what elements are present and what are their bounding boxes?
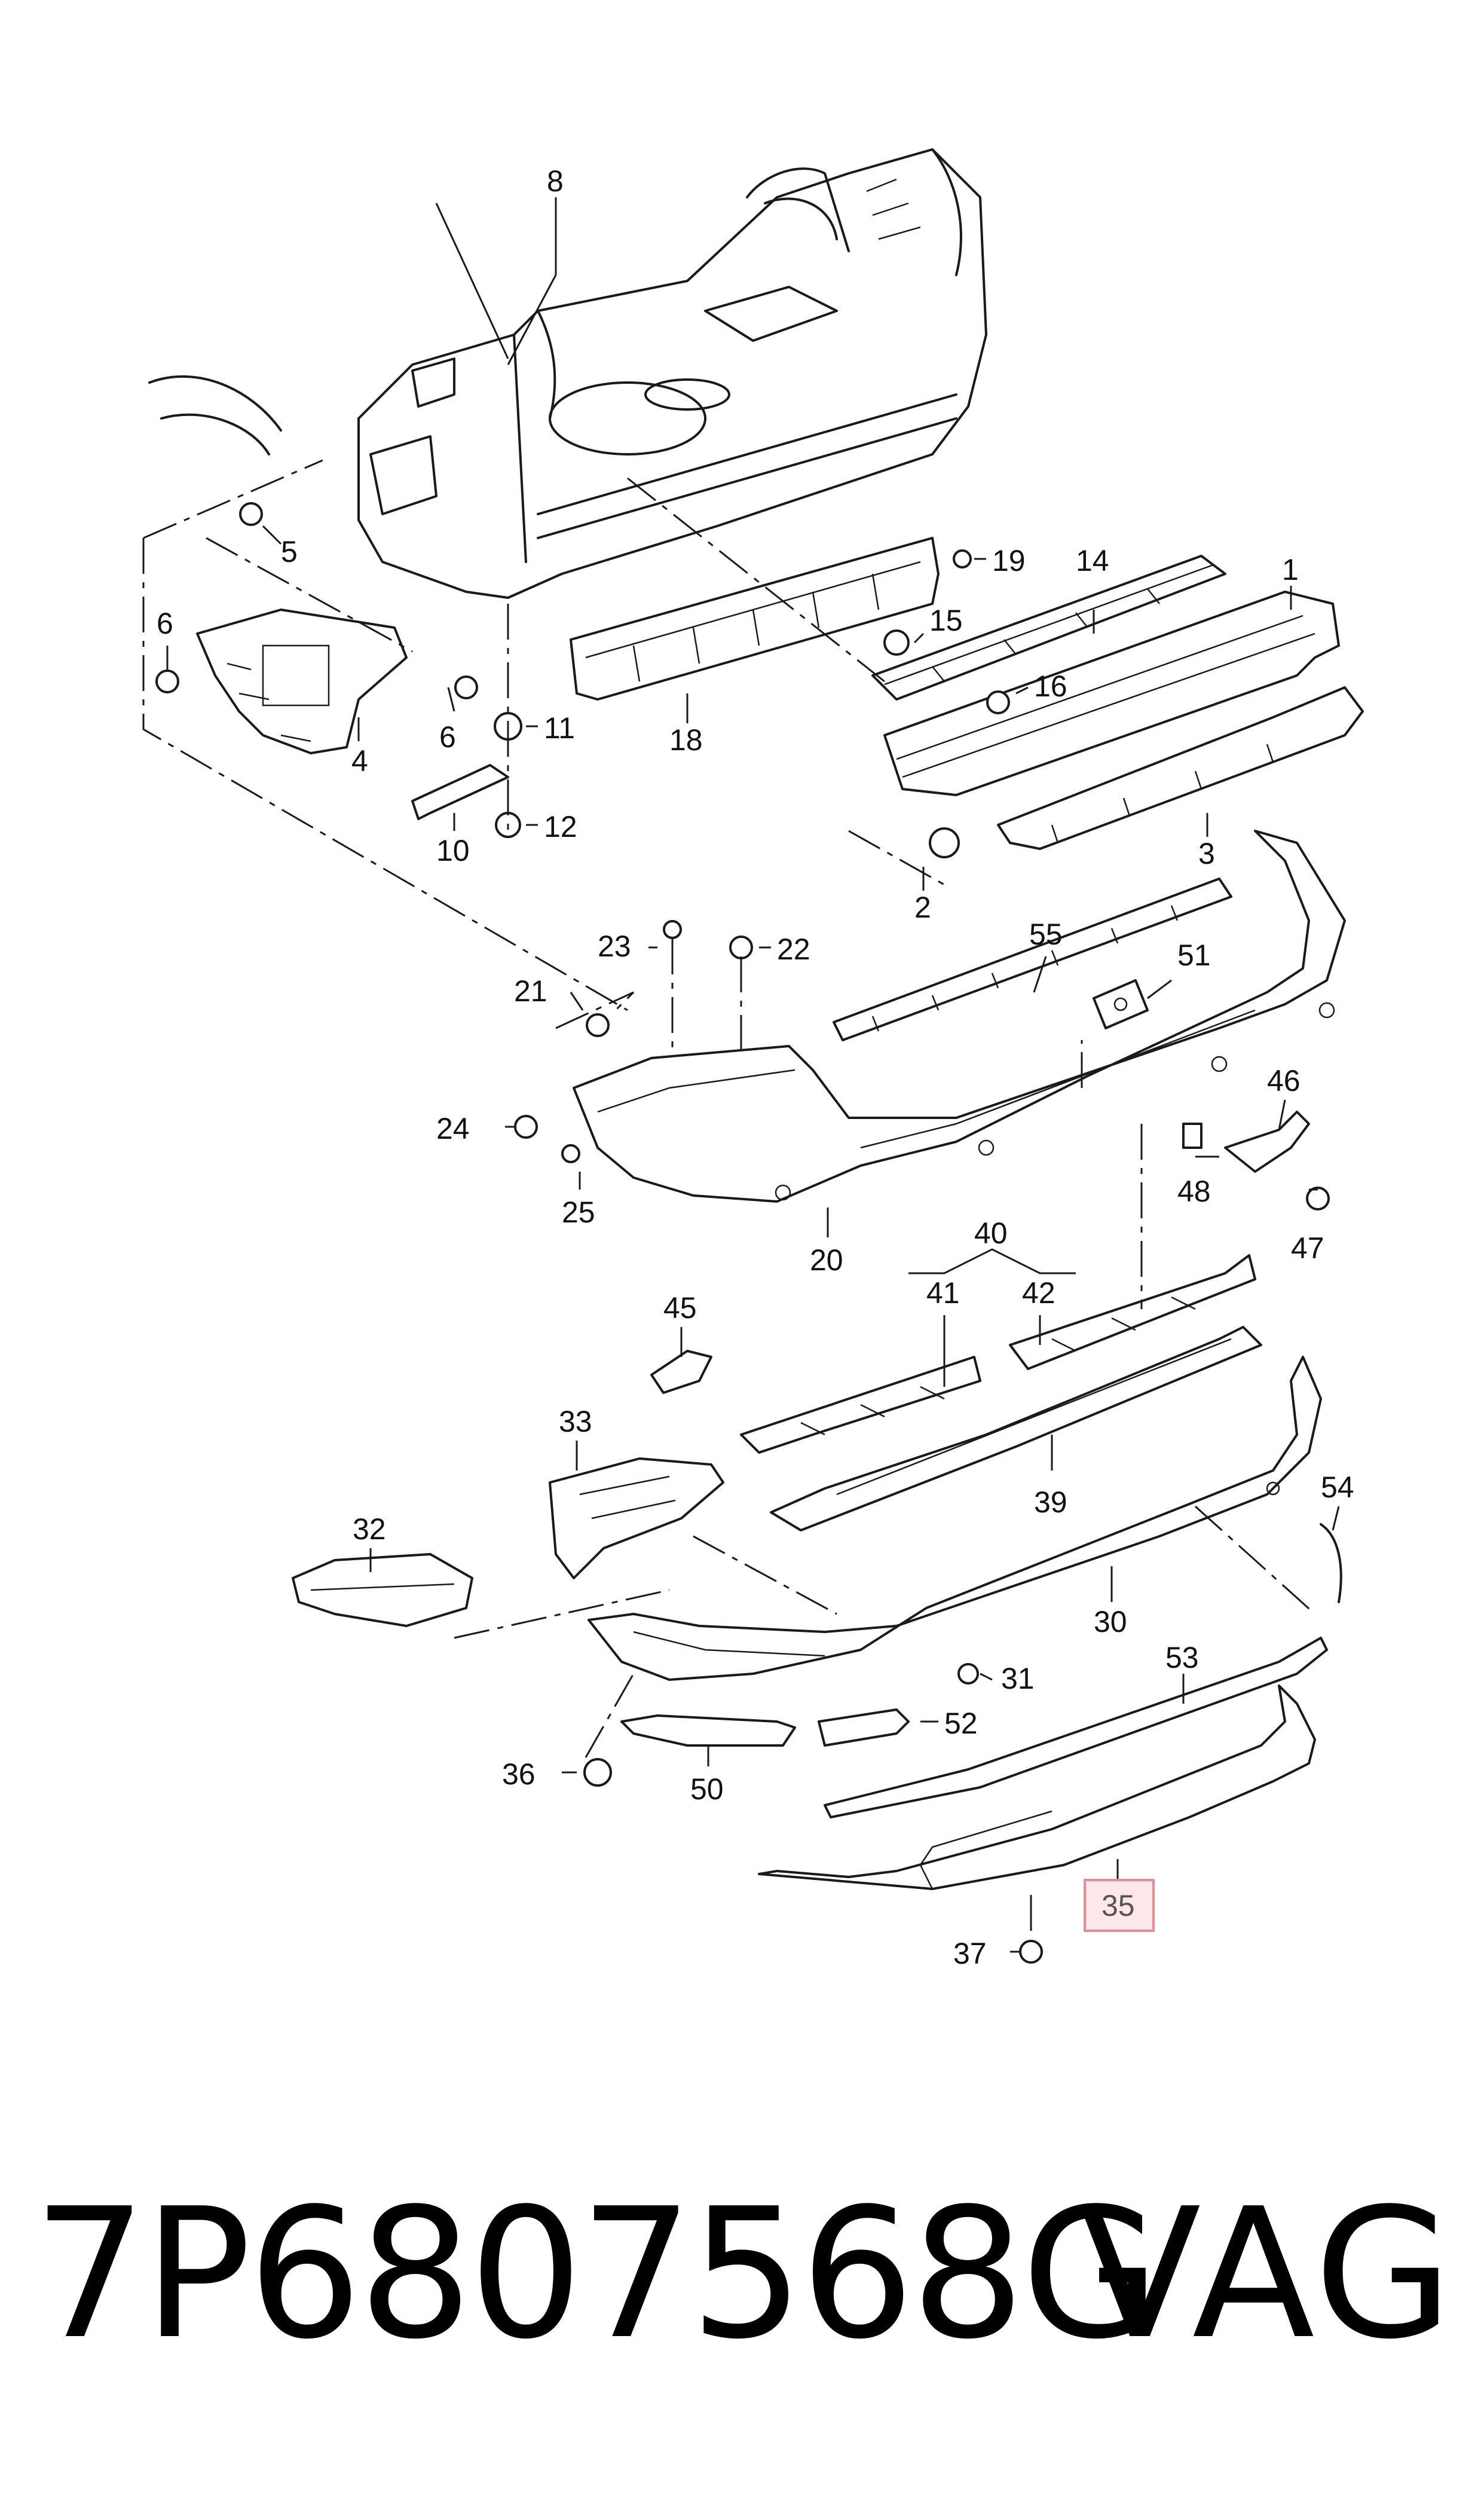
callout-32: 32: [353, 1512, 386, 1546]
part-18-carrier: [570, 537, 940, 701]
callout-23: 23: [598, 930, 631, 963]
callout-48: 48: [1177, 1175, 1211, 1208]
fasteners: [155, 502, 1330, 1964]
callout-6b: 6: [439, 720, 456, 754]
callout-25: 25: [562, 1196, 595, 1229]
callout-18: 18: [669, 723, 703, 757]
callout-30: 30: [1094, 1605, 1127, 1638]
callout-47: 47: [1291, 1231, 1324, 1265]
callout-labels: 8 5 6 4 6 11 10 12 18 19 14 15 16 1 3 2 …: [157, 164, 1354, 1970]
part-53-strip: [824, 1637, 1328, 1818]
part-51-clip: [1093, 979, 1149, 1029]
part-1-bumper-beam: [883, 591, 1340, 796]
callout-19: 19: [992, 544, 1026, 577]
part-number: 7P6807568G: [33, 2170, 1160, 2379]
callout-53: 53: [1165, 1641, 1199, 1674]
callout-24: 24: [436, 1112, 470, 1145]
part-54-trim: [1320, 1523, 1342, 1603]
part-46-bracket: [1182, 1111, 1310, 1173]
callout-5: 5: [281, 535, 298, 568]
part-41-rail: [740, 1356, 981, 1454]
callout-8: 8: [547, 164, 564, 198]
callout-22: 22: [777, 933, 810, 966]
callout-35-highlight: 35: [1084, 1879, 1155, 1932]
callout-12: 12: [544, 810, 577, 843]
highlight-box: [1084, 1879, 1155, 1932]
callout-21: 21: [514, 974, 547, 1008]
callout-4: 4: [351, 744, 368, 778]
callout-50: 50: [690, 1772, 724, 1806]
part-4-bracket: [196, 609, 408, 754]
callout-35: 35: [1101, 1889, 1135, 1922]
part-35-diffuser: [758, 1685, 1316, 1890]
part-50-reflector: [620, 1714, 796, 1747]
part-52-reflector: [818, 1708, 910, 1747]
callout-45: 45: [663, 1291, 697, 1325]
callout-46: 46: [1267, 1064, 1301, 1097]
part-33-bracket: [549, 1457, 724, 1579]
callout-16: 16: [1034, 669, 1067, 703]
callout-36: 36: [502, 1757, 536, 1791]
part-3-absorber: [997, 686, 1364, 850]
callout-6: 6: [157, 607, 173, 640]
rear-body-shell: [148, 148, 987, 599]
callout-55: 55: [1029, 918, 1063, 951]
part-20-bumper-cover: [573, 830, 1346, 1203]
callout-1: 1: [1282, 553, 1299, 586]
callout-2: 2: [914, 891, 931, 924]
part-45-clip: [650, 1350, 712, 1394]
callout-33: 33: [559, 1405, 592, 1438]
callout-51: 51: [1177, 938, 1211, 972]
callout-37: 37: [953, 1937, 987, 1970]
part-14-grille: [871, 555, 1226, 701]
part-32-bracket: [292, 1553, 473, 1627]
brand-label: VAG: [1078, 2170, 1455, 2379]
callout-40: 40: [974, 1216, 1008, 1250]
part-30-lower-bumper: [588, 1356, 1322, 1681]
part-number-footer: 7P6807568G VAG: [33, 2176, 1455, 2373]
callout-15: 15: [929, 604, 963, 637]
callout-31: 31: [1001, 1662, 1035, 1695]
callout-39: 39: [1034, 1485, 1067, 1519]
exploded-parts-diagram: 8 5 6 4 6 11 10 12 18 19 14 15 16 1 3 2 …: [142, 148, 1364, 1970]
callout-52: 52: [944, 1707, 978, 1740]
callout-14: 14: [1076, 544, 1109, 577]
leader-lines: [166, 197, 1340, 1953]
part-42-rail: [1009, 1254, 1256, 1370]
callout-42: 42: [1022, 1276, 1055, 1310]
callout-11: 11: [544, 711, 575, 745]
assembly-lines: [142, 459, 1316, 1931]
callout-3: 3: [1198, 837, 1215, 870]
part-10-bracket: [411, 764, 509, 820]
callout-41: 41: [926, 1276, 960, 1310]
callout-10: 10: [436, 834, 470, 867]
part-39-carrier: [770, 1326, 1262, 1531]
part-55-strip: [833, 878, 1232, 1041]
callout-54: 54: [1321, 1471, 1354, 1504]
callout-20: 20: [810, 1243, 843, 1277]
